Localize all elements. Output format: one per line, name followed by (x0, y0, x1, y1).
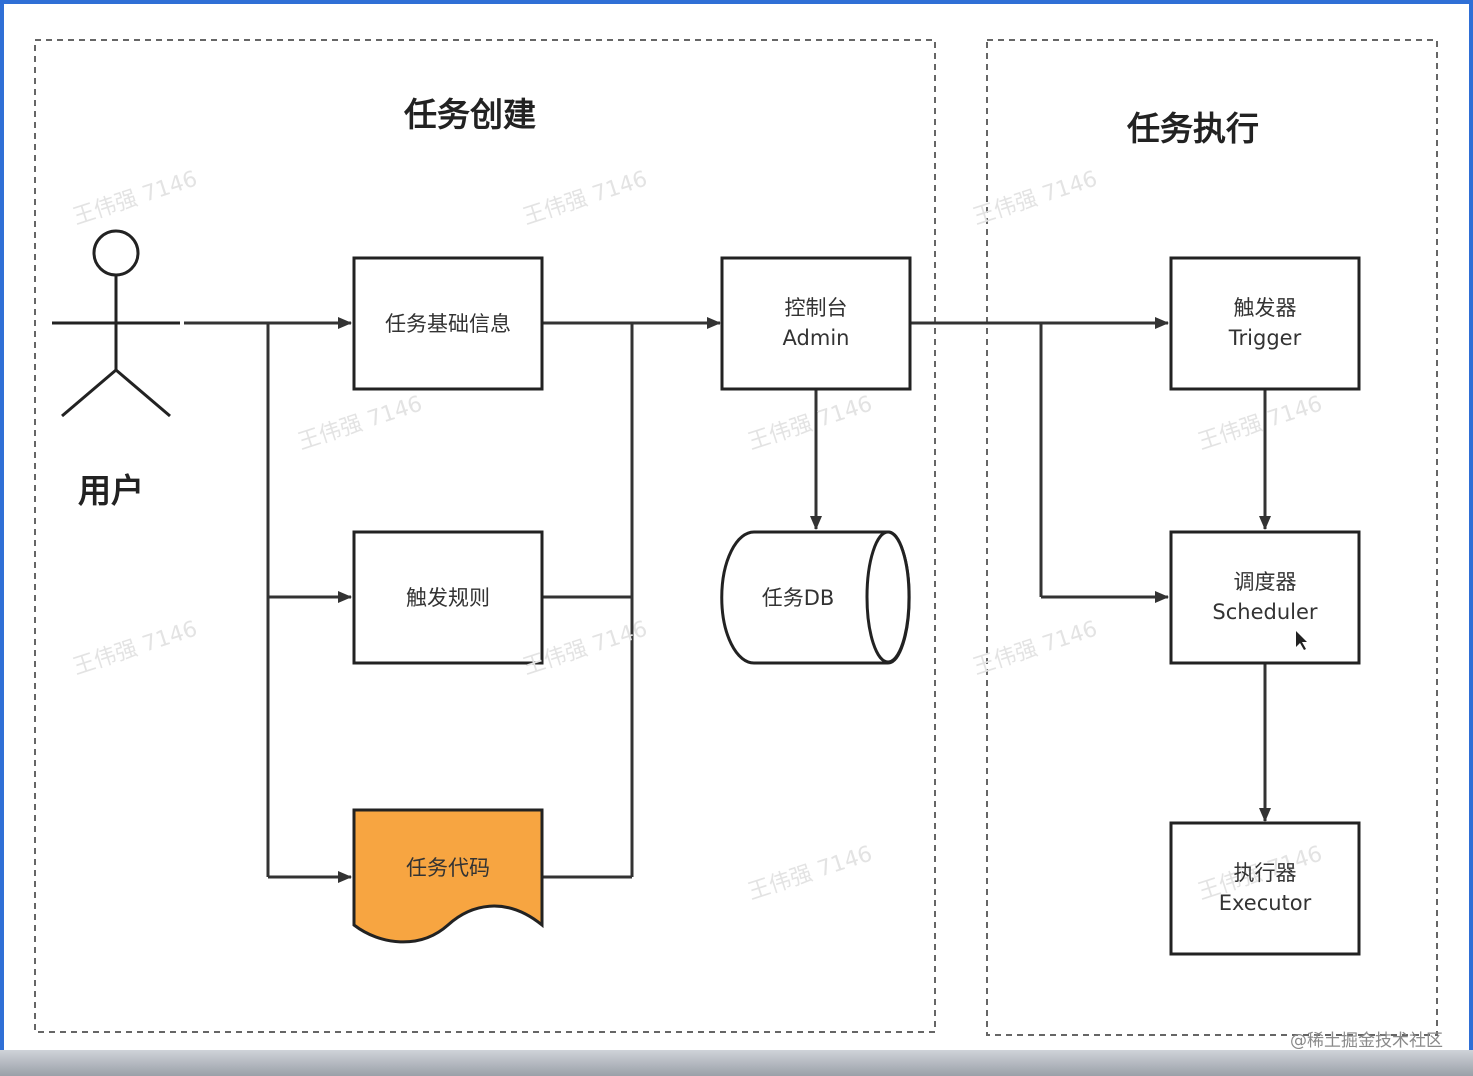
window-frame-top (0, 0, 1473, 4)
trigger-label-en: Trigger (1228, 326, 1302, 350)
admin-label-en: Admin (782, 326, 850, 350)
task-db-label: 任务DB (761, 586, 835, 610)
user-actor-icon (52, 229, 180, 418)
task-code-label: 任务代码 (406, 856, 490, 880)
bottom-toolbar (0, 1050, 1473, 1076)
admin-box (720, 256, 912, 391)
trigger-label-cn: 触发器 (1233, 296, 1297, 320)
admin-label: 控制台 Admin (722, 293, 910, 353)
window-frame-right (1469, 0, 1473, 1076)
task-basic-info-box (352, 256, 544, 391)
executor-box (1169, 821, 1361, 956)
trigger-box (1169, 256, 1361, 391)
scheduler-label-cn: 调度器 (1233, 570, 1297, 594)
admin-label-cn: 控制台 (784, 296, 848, 320)
executor-label-cn: 执行器 (1233, 861, 1297, 885)
scheduler-label: 调度器 Scheduler (1171, 567, 1359, 627)
user-to-inputs-connectors (184, 317, 352, 883)
window-frame-left (0, 0, 4, 1076)
admin-to-execute-connectors (910, 317, 1169, 603)
trigger-rule-label: 触发规则 (406, 586, 490, 610)
scheduler-box (1169, 530, 1361, 665)
corner-watermark: @稀土掘金技术社区 (1290, 1031, 1443, 1051)
trigger-label: 触发器 Trigger (1171, 293, 1359, 353)
executor-label-en: Executor (1218, 891, 1312, 915)
task-db-cylinder (720, 530, 911, 665)
execute-section-title: 任务执行 (1127, 109, 1259, 148)
user-label: 用户 (78, 471, 144, 510)
trigger-rule-box (352, 530, 544, 665)
task-code-document-shape (352, 808, 544, 944)
scheduler-label-en: Scheduler (1212, 600, 1318, 624)
task-basic-info-label: 任务基础信息 (385, 312, 511, 336)
create-section-title: 任务创建 (404, 95, 536, 134)
inputs-to-admin-connectors (542, 317, 721, 879)
mouse-cursor-icon (1296, 631, 1307, 650)
execute-section-border (986, 39, 1438, 1036)
executor-label: 执行器 Executor (1171, 858, 1359, 918)
